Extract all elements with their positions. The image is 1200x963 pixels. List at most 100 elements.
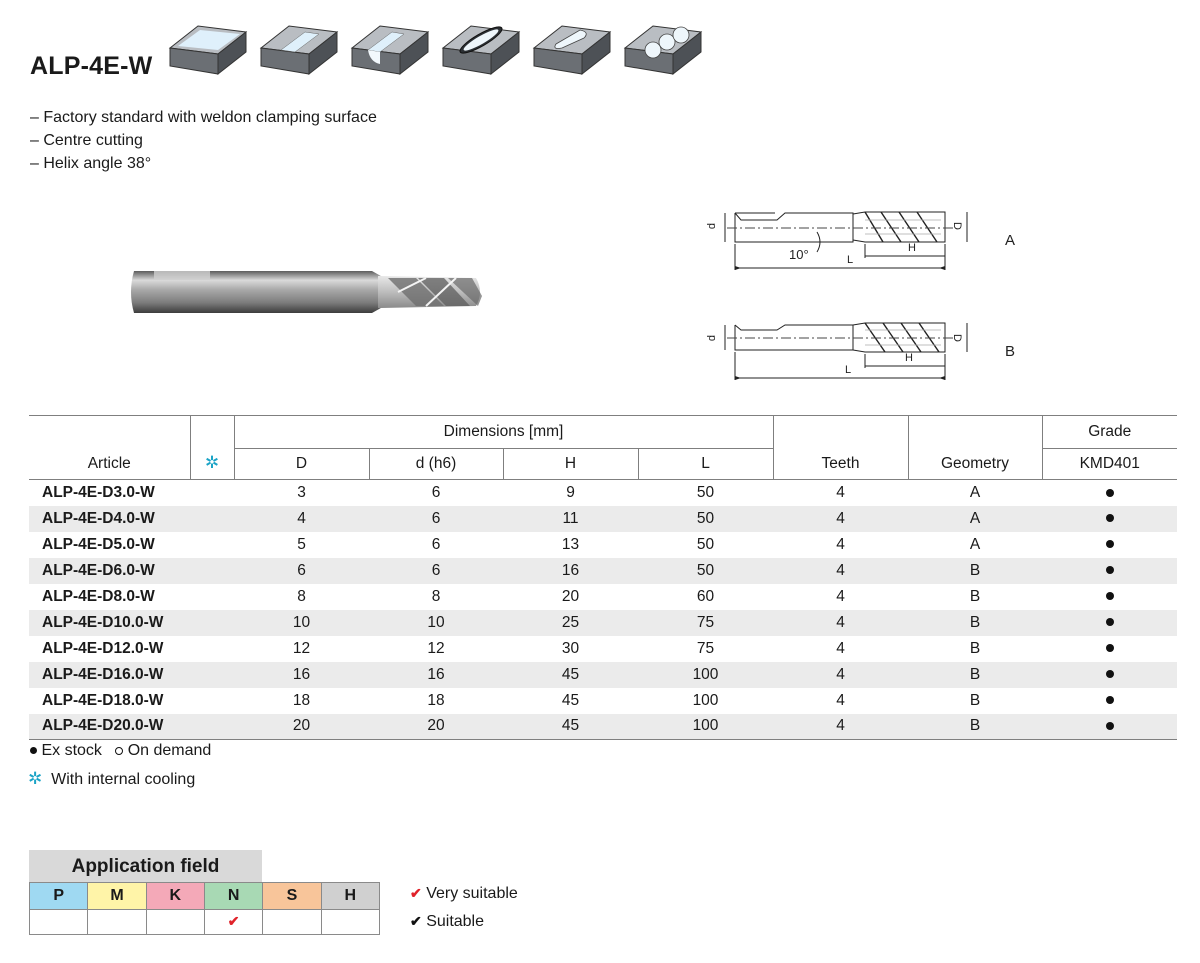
cell-grade bbox=[1042, 505, 1177, 532]
cell-d: 6 bbox=[431, 483, 441, 501]
cell-H: 25 bbox=[503, 609, 638, 636]
header-L: L bbox=[637, 448, 773, 480]
cell-geometry: B bbox=[969, 587, 981, 605]
cell-teeth: 4 bbox=[773, 661, 908, 688]
internal-cooling-icon: ✲ bbox=[204, 453, 220, 472]
suitability-S bbox=[262, 909, 322, 935]
drawing-geometry-a bbox=[724, 211, 968, 270]
cell-D: 12 bbox=[292, 639, 311, 657]
cell-D: 8 bbox=[297, 587, 306, 605]
suitable-check-icon: ✔ bbox=[410, 913, 422, 929]
cell-teeth: 4 bbox=[836, 483, 845, 501]
cell-grade bbox=[1042, 609, 1177, 636]
internal-cooling-icon: ✲ bbox=[28, 769, 43, 788]
header-teeth: Teeth bbox=[772, 415, 908, 480]
ex-stock-icon bbox=[30, 747, 37, 755]
internal-cooling-label: With internal cooling bbox=[51, 771, 196, 788]
specification-table: Article ✲ Dimensions [mm] Teeth Geometry… bbox=[29, 415, 1177, 740]
ex-stock-icon bbox=[1105, 618, 1114, 627]
geometry-drawings bbox=[724, 211, 968, 380]
dim-label-angle: 10° bbox=[789, 247, 809, 262]
dim-label-D: D bbox=[950, 334, 963, 342]
material-K: K bbox=[145, 882, 205, 910]
cell-H: 45 bbox=[503, 713, 638, 740]
cell-L: 50 bbox=[638, 557, 773, 584]
ex-stock-icon bbox=[1105, 566, 1114, 575]
page-title: ALP-4E-W bbox=[30, 52, 153, 80]
cell-geometry: B bbox=[908, 661, 1042, 688]
ex-stock-icon bbox=[1105, 644, 1114, 653]
feature-item: – Helix angle 38° bbox=[30, 155, 152, 172]
cell-grade bbox=[1042, 532, 1177, 558]
cell-cooling bbox=[190, 480, 234, 506]
cell-teeth: 4 bbox=[773, 713, 908, 740]
very-suitable-legend: ✔ Very suitable bbox=[410, 885, 518, 903]
cell-d: 6 bbox=[369, 557, 503, 584]
ex-stock-icon bbox=[1105, 514, 1114, 523]
cell-article: ALP-4E-D12.0-W bbox=[42, 639, 164, 657]
cell-H: 13 bbox=[561, 535, 580, 553]
pocket-milling-block-icon bbox=[441, 25, 521, 76]
cell-H: 45 bbox=[561, 691, 580, 709]
cell-article: ALP-4E-D5.0-W bbox=[42, 535, 155, 553]
face-milling-block-icon bbox=[168, 25, 248, 76]
feature-list: – Factory standard with weldon clamping … bbox=[30, 106, 377, 175]
feature-item: – Centre cutting bbox=[30, 132, 143, 149]
cell-L: 75 bbox=[696, 639, 715, 657]
on-demand-label: On demand bbox=[127, 742, 212, 759]
cell-geometry: B bbox=[908, 557, 1042, 584]
dim-label-D: D bbox=[950, 222, 963, 230]
cell-geometry: A bbox=[969, 535, 981, 553]
cell-geometry: B bbox=[908, 609, 1042, 636]
suitable-legend: ✔ Suitable bbox=[410, 913, 484, 931]
cell-teeth: 4 bbox=[836, 639, 845, 657]
cell-H: 11 bbox=[503, 505, 638, 532]
cell-teeth: 4 bbox=[836, 535, 845, 553]
drawing-geometry-b bbox=[724, 322, 968, 380]
cell-article: ALP-4E-D20.0-W bbox=[29, 713, 190, 740]
header-H: H bbox=[502, 448, 638, 480]
cell-article: ALP-4E-D6.0-W bbox=[29, 557, 190, 584]
cell-d: 8 bbox=[431, 587, 441, 605]
material-N: N bbox=[203, 882, 264, 910]
ex-stock-icon bbox=[1105, 722, 1114, 731]
header-geometry: Geometry bbox=[907, 415, 1042, 480]
cell-D: 4 bbox=[234, 505, 369, 532]
suitability-N: ✔ bbox=[203, 909, 264, 935]
cell-d: 16 bbox=[369, 661, 503, 688]
very-suitable-check-icon: ✔ bbox=[410, 885, 422, 901]
cell-L: 100 bbox=[638, 661, 773, 688]
dim-label-d: d bbox=[706, 334, 719, 342]
technical-drawings: A B d D H L 10° d D H L bbox=[705, 200, 1015, 395]
cell-geometry: B bbox=[908, 713, 1042, 740]
cell-cooling bbox=[190, 557, 234, 584]
cell-teeth: 4 bbox=[773, 609, 908, 636]
cell-L: 50 bbox=[696, 535, 715, 553]
material-H: H bbox=[320, 882, 381, 910]
cell-grade bbox=[1042, 636, 1177, 662]
stock-legend: Ex stock On demand bbox=[30, 742, 211, 760]
cell-d: 20 bbox=[369, 713, 503, 740]
cell-article: ALP-4E-D10.0-W bbox=[29, 609, 190, 636]
cell-H: 20 bbox=[561, 587, 580, 605]
cell-d: 10 bbox=[369, 609, 503, 636]
header-dimensions: Dimensions [mm] bbox=[233, 415, 773, 449]
cell-D: 20 bbox=[234, 713, 369, 740]
cell-H: 45 bbox=[503, 661, 638, 688]
cell-article: ALP-4E-D16.0-W bbox=[29, 661, 190, 688]
cell-L: 50 bbox=[696, 483, 715, 501]
cell-grade bbox=[1042, 557, 1177, 584]
cell-cooling bbox=[190, 584, 234, 610]
header-grade: Grade bbox=[1041, 415, 1177, 449]
cell-cooling bbox=[190, 713, 234, 740]
slot-milling-block-icon bbox=[350, 25, 430, 76]
ex-stock-icon bbox=[1105, 670, 1114, 679]
header-article: Article bbox=[29, 415, 190, 480]
cell-geometry: A bbox=[908, 505, 1042, 532]
cell-geometry: A bbox=[969, 483, 981, 501]
